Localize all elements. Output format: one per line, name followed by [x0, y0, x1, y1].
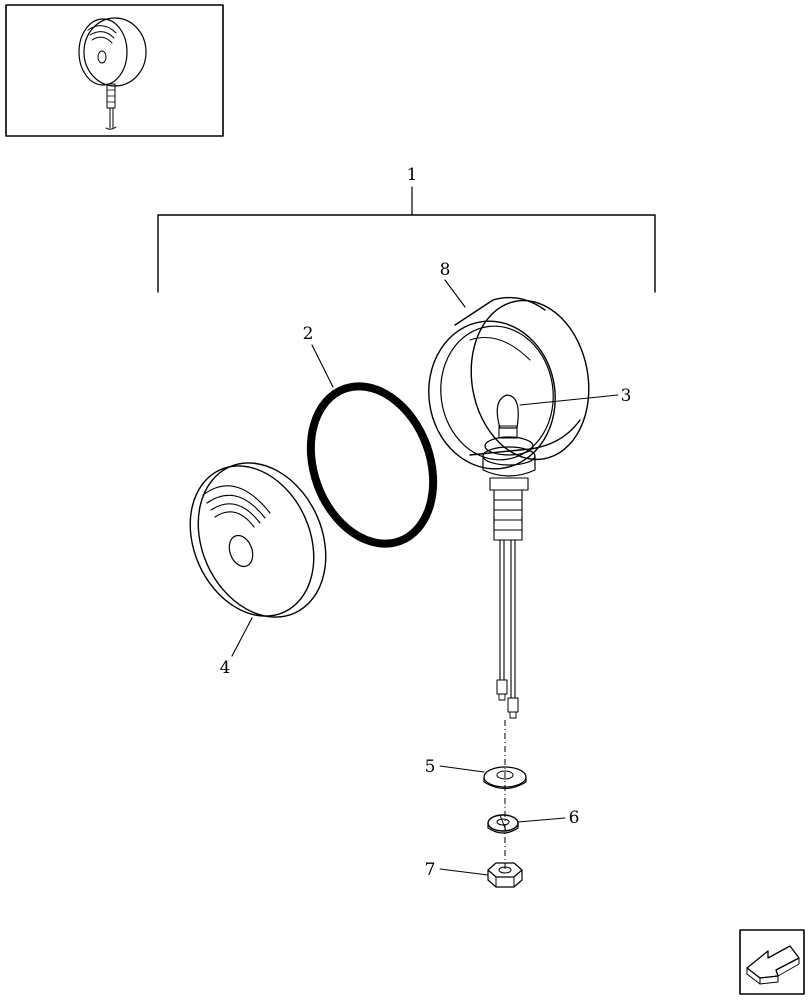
leader-lines	[231, 279, 619, 876]
lens-part	[189, 462, 327, 618]
bulb-socket-part	[482, 394, 536, 719]
callout-5: 5	[425, 757, 436, 777]
hex-nut-part	[487, 862, 523, 888]
callout-6: 6	[569, 808, 580, 828]
lamp-thumbnail-icon[interactable]	[5, 4, 224, 137]
previous-page-arrow-icon[interactable]	[739, 929, 805, 995]
callout-3: 3	[621, 386, 632, 406]
assembly-bracket	[157, 186, 656, 293]
callout-8: 8	[440, 260, 451, 280]
callout-2: 2	[303, 324, 314, 344]
callout-1: 1	[407, 165, 418, 185]
lock-washer-part	[487, 814, 519, 834]
flat-washer-part	[483, 766, 527, 790]
gasket-ring-part	[306, 382, 438, 548]
callout-4: 4	[220, 658, 231, 678]
housing-part	[428, 296, 590, 470]
callout-7: 7	[425, 860, 436, 880]
